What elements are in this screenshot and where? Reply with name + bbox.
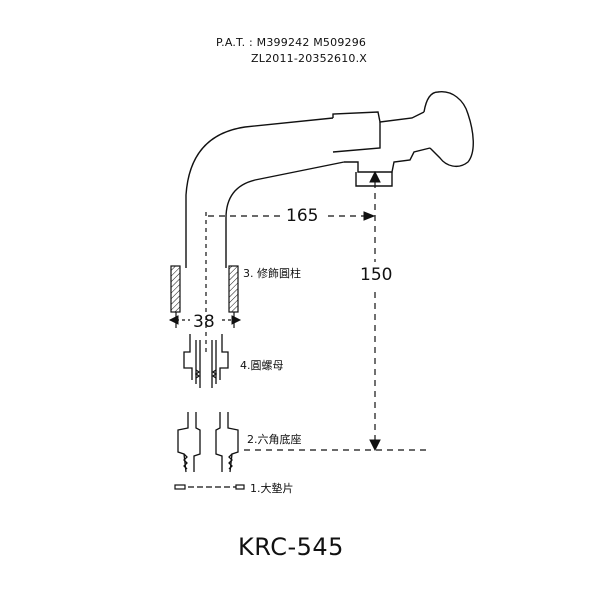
big-washer-part — [174, 484, 245, 490]
round-nut-part — [183, 334, 229, 388]
patent-number-line-2: ZL2011-20352610.X — [251, 52, 368, 65]
part-label-round-nut: 4.圓螺母 — [240, 359, 284, 372]
valve-body — [332, 111, 431, 187]
model-number: KRC-545 — [238, 533, 344, 561]
patent-number-line-1: P.A.T. : M399242 M509296 — [216, 36, 367, 49]
dimension-height: 150 — [360, 265, 393, 285]
hex-base-part — [177, 412, 239, 473]
faucet-spout — [185, 117, 345, 268]
handle-knob — [423, 91, 474, 168]
decorative-cylinder-part — [170, 265, 239, 328]
dimension-horizontal-reach: 165 — [286, 206, 319, 226]
dimension-arrows — [168, 170, 381, 452]
part-label-decorative-cylinder: 3. 修飾圓柱 — [243, 267, 301, 280]
part-label-hex-base: 2.六角底座 — [247, 433, 302, 446]
part-label-big-washer: 1.大墊片 — [250, 482, 294, 495]
dimension-diameter: 38 — [193, 312, 215, 332]
